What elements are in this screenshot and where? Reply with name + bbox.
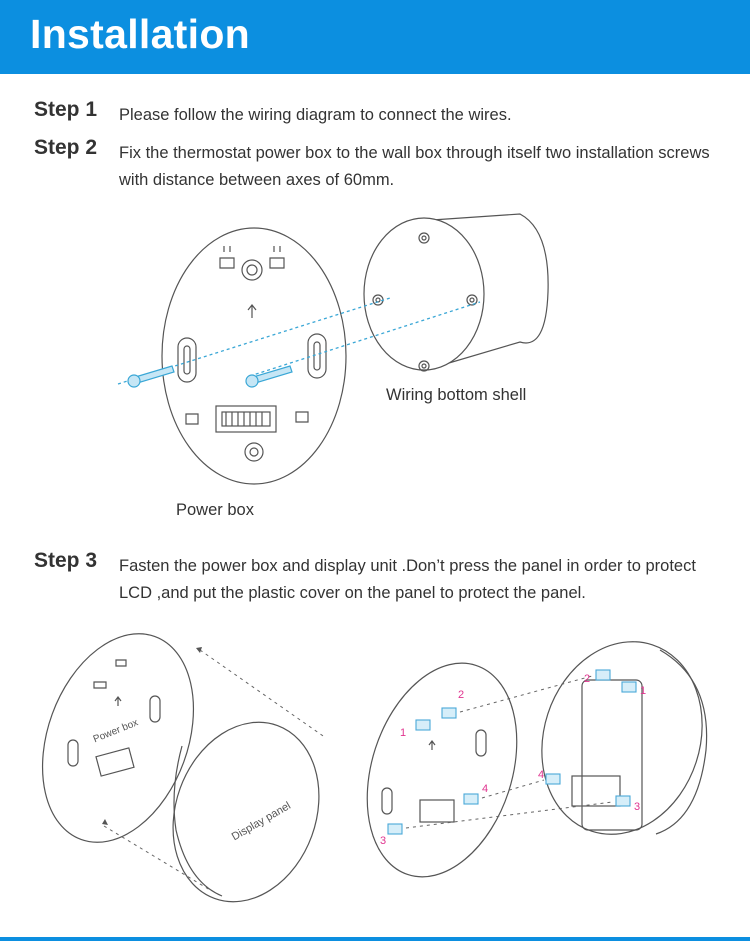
power-box-label: Power box bbox=[176, 501, 254, 519]
step-text: Fasten the power box and display unit .D… bbox=[119, 557, 696, 602]
clip-number-4: 4 bbox=[482, 783, 488, 795]
clip-number-3b: 3 bbox=[634, 801, 640, 813]
clip-number-1b: 1 bbox=[640, 685, 646, 697]
clip-number-3: 3 bbox=[380, 835, 386, 847]
wiring-bottom-shell-label: Wiring bottom shell bbox=[386, 386, 527, 404]
clip-number-2: 2 bbox=[458, 689, 464, 701]
page-title: Installation bbox=[30, 11, 251, 57]
power-box-installation-diagram bbox=[117, 213, 549, 485]
assembly-diagram-right: 1 2 3 4 1 2 3 4 bbox=[366, 641, 708, 878]
bottom-accent-bar bbox=[0, 937, 750, 941]
clip-number-2b: 2 bbox=[584, 673, 590, 685]
step-label: Step 2 bbox=[34, 136, 98, 159]
step-label: Step 1 bbox=[34, 98, 98, 121]
clip-number-4b: 4 bbox=[538, 769, 544, 781]
clip-number-1: 1 bbox=[400, 727, 406, 739]
step-text: Please follow the wiring diagram to conn… bbox=[119, 106, 512, 124]
assembly-diagram-left: Power box Display panel bbox=[41, 633, 327, 903]
step-text: Fix the thermostat power box to the wall… bbox=[119, 144, 710, 189]
step-label: Step 3 bbox=[34, 549, 98, 572]
header-bar: Installation bbox=[0, 0, 750, 74]
